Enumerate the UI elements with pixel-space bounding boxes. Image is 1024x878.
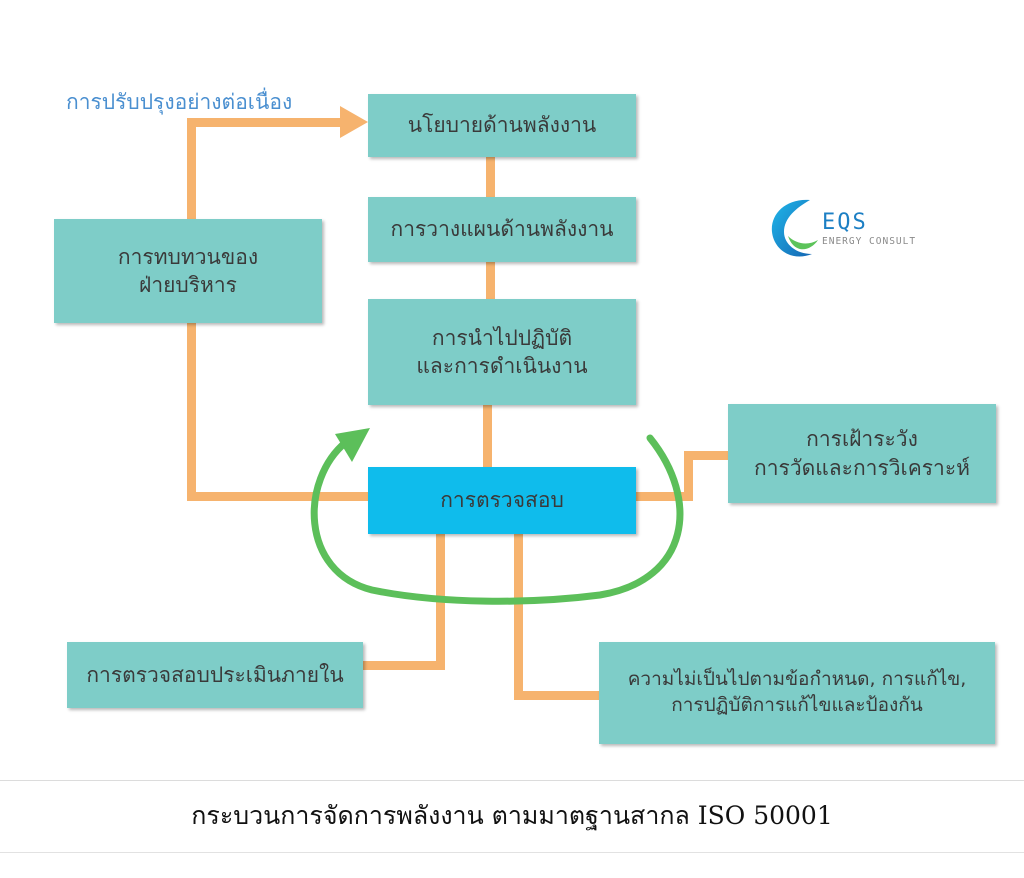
internal-audit-box: การตรวจสอบประเมินภายใน (67, 642, 363, 708)
eqs-logo: EQS ENERGY CONSULT (766, 192, 936, 264)
energy-planning-label: การวางแผนด้านพลังงาน (390, 217, 614, 242)
internal-audit-label: การตรวจสอบประเมินภายใน (86, 662, 344, 687)
connector-planning-implementation (486, 262, 495, 299)
bottom-divider (0, 852, 1024, 853)
eqs-logo-name: EQS (822, 210, 868, 235)
connector-checking-to-monitoring-b (684, 451, 693, 501)
connector-checking-to-monitoring-c (684, 451, 728, 460)
connector-review-to-checking (187, 492, 371, 501)
nonconformity-label-line2: การปฏิบัติการแก้ไขและป้องกัน (671, 694, 923, 716)
monitoring-label-line1: การเฝ้าระวัง (806, 427, 918, 452)
implementation-label-line2: และการดำเนินงาน (416, 354, 588, 378)
energy-planning-box: การวางแผนด้านพลังงาน (368, 197, 636, 262)
energy-policy-label: นโยบายด้านพลังงาน (407, 113, 597, 138)
cycle-arrow (310, 434, 684, 605)
eqs-logo-mark-icon (771, 199, 818, 257)
eqs-logo-tagline: ENERGY CONSULT (822, 236, 917, 247)
management-review-box: การทบทวนของ ฝ่ายบริหาร (54, 219, 322, 323)
management-review-label-line2: ฝ่ายบริหาร (139, 273, 237, 297)
connector-policy-planning (486, 157, 495, 197)
checking-label: การตรวจสอบ (440, 488, 564, 513)
implementation-label-line1: การนำไปปฏิบัติ (431, 325, 573, 350)
connector-overlay (310, 106, 684, 605)
implementation-box: การนำไปปฏิบัติ และการดำเนินงาน (368, 299, 636, 405)
monitoring-label-line2: การวัดและการวิเคราะห์ (754, 455, 970, 480)
checking-box: การตรวจสอบ (368, 467, 636, 534)
cycle-arrowhead (335, 428, 370, 462)
energy-policy-box: นโยบายด้านพลังงาน (368, 94, 636, 157)
connector-review-to-policy (187, 118, 347, 127)
connector-review-vertical-up (187, 118, 196, 219)
connector-checking-to-nonconformity-a (514, 534, 523, 700)
connector-checking-to-monitoring-a (636, 492, 693, 501)
arrowhead-to-policy (340, 106, 368, 138)
connector-review-vertical-down (187, 323, 196, 501)
figure-caption: กระบวนการจัดการพลังงาน ตามมาตฐานสากล ISO… (191, 801, 833, 830)
nonconformity-box: ความไม่เป็นไปตามข้อกำหนด, การแก้ไข, การป… (599, 642, 995, 744)
continual-improvement-label: การปรับปรุงอย่างต่อเนื่อง (66, 90, 293, 114)
management-review-label-line1: การทบทวนของ (117, 244, 259, 269)
pdca-diagram: การปรับปรุงอย่างต่อเนื่อง นโยบายด้านพลัง… (0, 90, 1024, 781)
nonconformity-label-line1: ความไม่เป็นไปตามข้อกำหนด, การแก้ไข, (627, 668, 967, 691)
connector-checking-to-nonconformity-b (514, 691, 601, 700)
monitoring-box: การเฝ้าระวัง การวัดและการวิเคราะห์ (728, 404, 996, 503)
connector-checking-to-audit-b (363, 661, 445, 670)
connector-implementation-checking (483, 405, 492, 467)
